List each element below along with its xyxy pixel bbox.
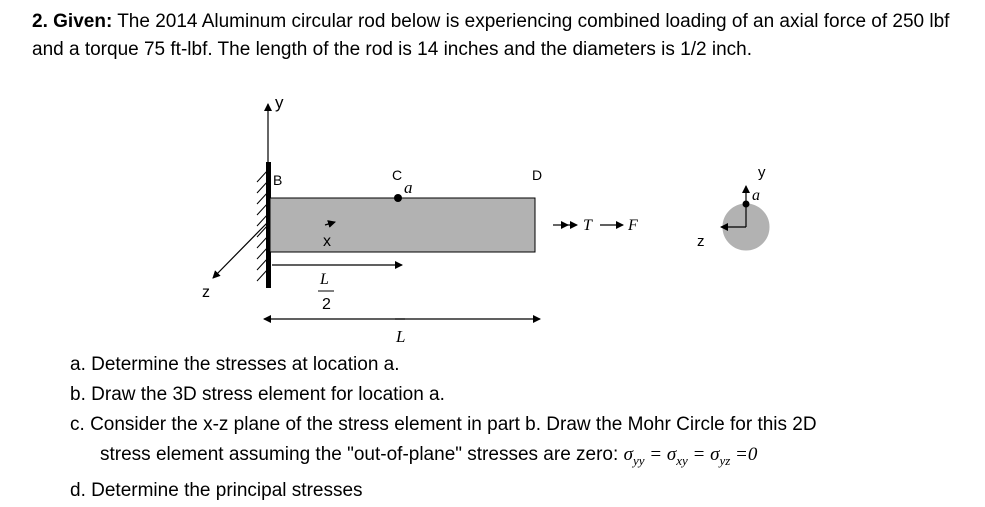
stress-equation: σyy = σxy = σyz =0 [623,444,758,468]
part-c-text2: stress element assuming the "out-of-plan… [100,444,619,465]
part-d: d. Determine the principal stresses [70,476,817,506]
part-b: b. Draw the 3D stress element for locati… [70,380,817,410]
half-length-denominator: 2 [322,296,331,313]
point-c-label: C [392,167,402,183]
part-a: a. Determine the stresses at location a. [70,350,817,380]
y-axis-label: y [275,93,284,112]
force-label: F [627,217,638,234]
part-c-text: Consider the x-z plane of the stress ele… [90,414,817,435]
part-c-continuation: stress element assuming the "out-of-plan… [70,440,817,476]
part-a-text: Determine the stresses at location a. [91,354,400,375]
problem-number: 2. [32,11,48,32]
x-axis-label: x [323,233,331,250]
problem-text: The 2014 Aluminum circular rod below is … [32,11,950,60]
part-a-label: a. [70,354,86,375]
z-axis-line [212,221,269,279]
half-length-numerator: L [319,271,329,288]
part-b-text: Draw the 3D stress element for location … [91,384,445,405]
part-d-text: Determine the principal stresses [91,479,363,501]
cross-section-z-label: z [697,233,705,250]
problem-lead: Given: [53,11,113,32]
wall-plate [266,162,271,288]
torque-label: T [583,217,593,234]
cross-section-y-label: y [758,164,766,181]
cross-section-a-label: a [752,187,760,204]
part-d-label: d. [70,479,86,501]
part-c-label: c. [70,414,85,435]
part-b-label: b. [70,384,86,405]
part-c: c. Consider the x-z plane of the stress … [70,410,817,476]
location-a-label: a [404,178,413,197]
cross-section-point-a [742,200,750,208]
point-b-label: B [273,172,282,188]
cross-section: y z a [697,164,770,251]
point-d-label: D [532,167,542,183]
full-length-label: L [395,327,405,346]
x-axis-line [324,220,336,228]
rod [269,197,536,253]
question-parts: a. Determine the stresses at location a.… [70,350,817,506]
problem-statement: 2. Given: The 2014 Aluminum circular rod… [32,8,972,64]
location-a-dot [394,194,402,202]
z-axis-label: z [202,284,210,301]
